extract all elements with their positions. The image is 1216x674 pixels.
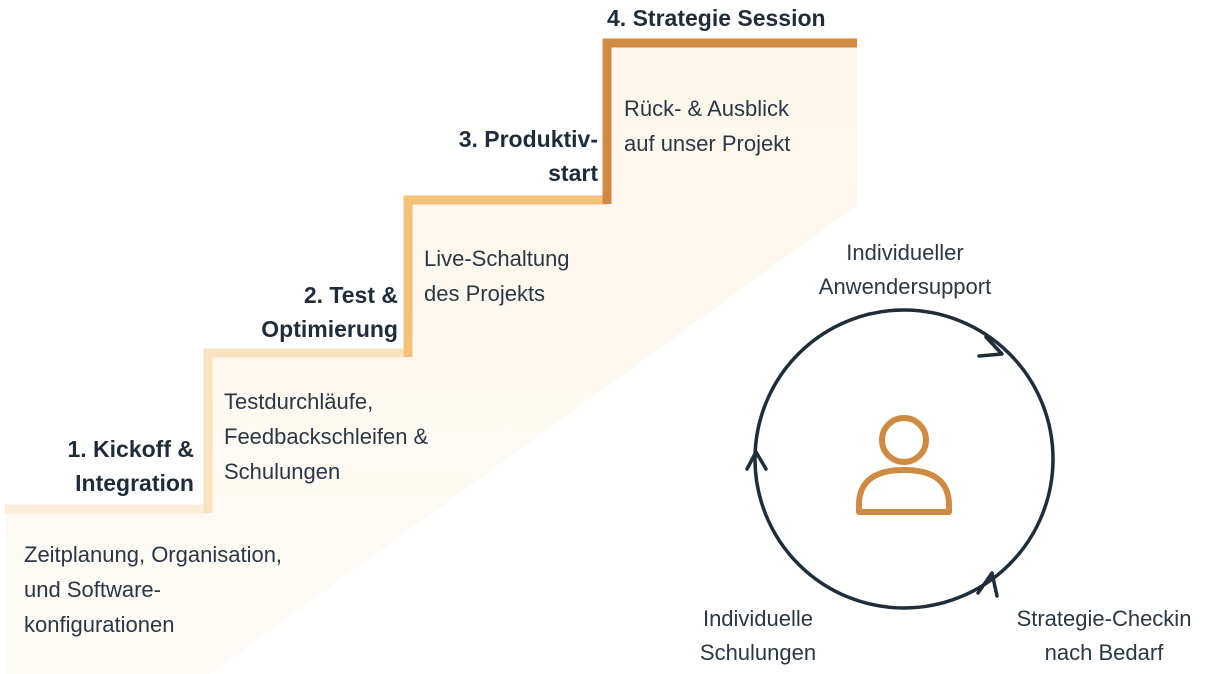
step-2-title-line-1: 2. Test &: [303, 282, 398, 308]
step-4-title: 4. Strategie Session: [607, 1, 826, 35]
step-3-description-line-1: Live-Schaltung: [424, 246, 570, 271]
support-label-schulungen: Individuelle Schulungen: [646, 602, 870, 670]
step-2-description-line-3: Schulungen: [224, 459, 341, 484]
arrow-head-icon: [745, 450, 768, 471]
step-4-title-line-1: 4. Strategie Session: [607, 5, 826, 31]
step-2-title: 2. Test & Optimierung: [261, 278, 398, 346]
step-4-description-line-2: auf unser Projekt: [624, 131, 791, 156]
step-1-description-line-1: Zeitplanung, Organisation,: [24, 542, 283, 567]
arrow-head-icon: [976, 571, 999, 598]
step-4-outline: [602, 38, 857, 204]
step-3-outline: [403, 195, 607, 357]
step-3-title-line-2: start: [548, 160, 598, 186]
step-3-description: Live-Schaltung des Projekts: [424, 241, 570, 311]
support-label-line: Strategie-Checkin: [1016, 606, 1192, 631]
support-cycle-circle: [753, 308, 1055, 610]
arrow-head-icon: [977, 335, 1004, 358]
support-label-line: Schulungen: [699, 640, 817, 665]
step-1-description-line-2: und Software-: [24, 577, 161, 602]
step-2-description: Testdurchläufe, Feedbackschleifen & Schu…: [224, 384, 428, 489]
stairs-fill: [5, 43, 857, 674]
step-2-description-line-2: Feedbackschleifen &: [224, 424, 429, 449]
step-2-outline: [203, 348, 408, 513]
step-1-description-line-3: konfigurationen: [24, 612, 175, 637]
step-3-description-line-2: des Projekts: [424, 281, 546, 306]
support-label-line: Individuelle: [702, 606, 814, 631]
step-1-description: Zeitplanung, Organisation, und Software-…: [24, 537, 282, 642]
person-icon: [856, 415, 952, 515]
step-1-title-line-2: Integration: [75, 470, 194, 496]
step-2-title-line-2: Optimierung: [261, 316, 398, 342]
step-3-title: 3. Produktiv- start: [459, 122, 598, 190]
step-4-description: Rück- & Ausblick auf unser Projekt: [624, 91, 790, 161]
support-label-strategie-checkin: Strategie-Checkin nach Bedarf: [984, 602, 1216, 670]
support-label-line: nach Bedarf: [1044, 640, 1164, 665]
step-1-title: 1. Kickoff & Integration: [67, 432, 194, 500]
support-label-line: Individueller: [846, 240, 964, 265]
step-4-description-line-1: Rück- & Ausblick: [624, 96, 790, 121]
step-2-description-line-1: Testdurchläufe,: [224, 389, 374, 414]
support-label-line: Anwendersupport: [818, 274, 992, 299]
step-3-title-line-1: 3. Produktiv-: [458, 126, 598, 152]
step-1-title-line-1: 1. Kickoff &: [67, 436, 194, 462]
support-label-anwendersupport: Individueller Anwendersupport: [760, 236, 1050, 304]
